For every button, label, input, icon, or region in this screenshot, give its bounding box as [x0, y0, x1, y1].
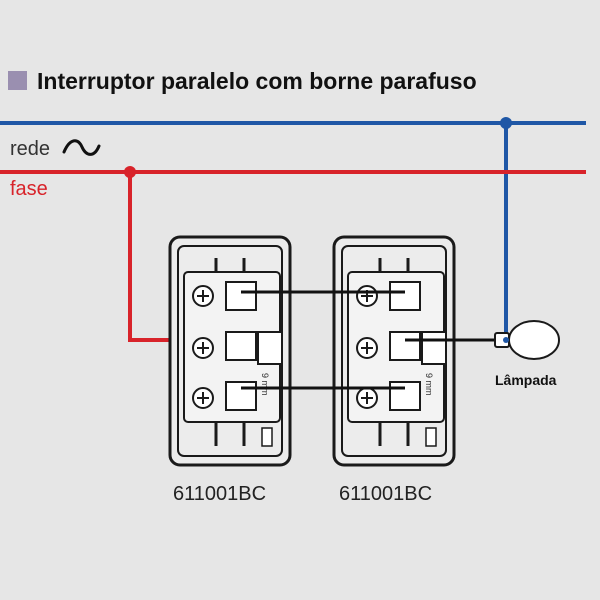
screw-icon [192, 387, 214, 409]
title-marker [8, 71, 27, 90]
phase-junction-dot [124, 166, 136, 178]
lightbulb-icon [494, 320, 560, 360]
tilde-wave-icon [62, 139, 101, 156]
neutral-junction-dot [500, 117, 512, 129]
terminal-clamp [389, 381, 421, 411]
terminal-clamp [389, 281, 421, 311]
switch-1-code: 611001BC [173, 483, 266, 505]
strip-gauge-label: 9 mm [424, 373, 434, 396]
switch-2-code: 611001BC [339, 483, 432, 505]
screw-icon [356, 337, 378, 359]
neutral-label: rede [10, 138, 50, 160]
terminal-clamp [225, 331, 257, 361]
lamp-label: Lâmpada [495, 372, 557, 388]
terminal-clamp [225, 281, 257, 311]
diagram-title: Interruptor paralelo com borne parafuso [37, 68, 477, 94]
side-clip [421, 331, 447, 365]
screw-icon [192, 285, 214, 307]
side-clip [257, 331, 283, 365]
switch-module-1: 9 mm [168, 235, 292, 467]
terminal-clamp [389, 331, 421, 361]
strip-gauge-label: 9 mm [260, 373, 270, 396]
gauge-mark [425, 427, 437, 447]
screw-icon [192, 337, 214, 359]
screw-icon [356, 285, 378, 307]
neutral-lamp-dot [503, 337, 509, 343]
screw-icon [356, 387, 378, 409]
terminal-clamp [225, 381, 257, 411]
phase-label: fase [10, 178, 48, 200]
gauge-mark [261, 427, 273, 447]
switch-module-2: 9 mm [332, 235, 456, 467]
